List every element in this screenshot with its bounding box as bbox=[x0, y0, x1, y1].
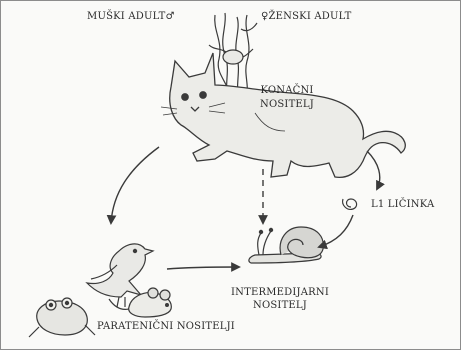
larva-illustration bbox=[342, 198, 358, 210]
arrow-paratenic-to-snail bbox=[166, 262, 241, 272]
cycle-arrows bbox=[106, 146, 385, 272]
adult-worms-illustration bbox=[208, 12, 258, 102]
mouse-illustration bbox=[108, 287, 172, 318]
male-adult-label: MUŠKI ADULT♂ bbox=[87, 11, 175, 22]
intermediate-host-label-line1: INTERMEDIJARNI bbox=[231, 287, 329, 298]
snail-illustration bbox=[248, 226, 324, 264]
frog-illustration bbox=[28, 297, 96, 338]
definitive-host-label-line1: KONAČNI bbox=[260, 85, 314, 96]
paratenic-hosts-label: PARATENIČNI NOSITELJI bbox=[97, 321, 235, 332]
intermediate-host-label-line2: NOSITELJ bbox=[253, 300, 307, 311]
cat-illustration bbox=[160, 52, 406, 179]
arrow-larva-to-snail bbox=[317, 214, 354, 250]
larva-label: L1 LIČINKA bbox=[371, 199, 435, 210]
female-adult-label: ♀ŽENSKI ADULT bbox=[261, 11, 352, 22]
bird-illustration bbox=[85, 243, 155, 308]
arrow-cat-to-paratenic bbox=[106, 146, 160, 225]
definitive-host-label-line2: NOSITELJ bbox=[260, 99, 314, 110]
arrow-cat-to-larva bbox=[366, 150, 385, 191]
